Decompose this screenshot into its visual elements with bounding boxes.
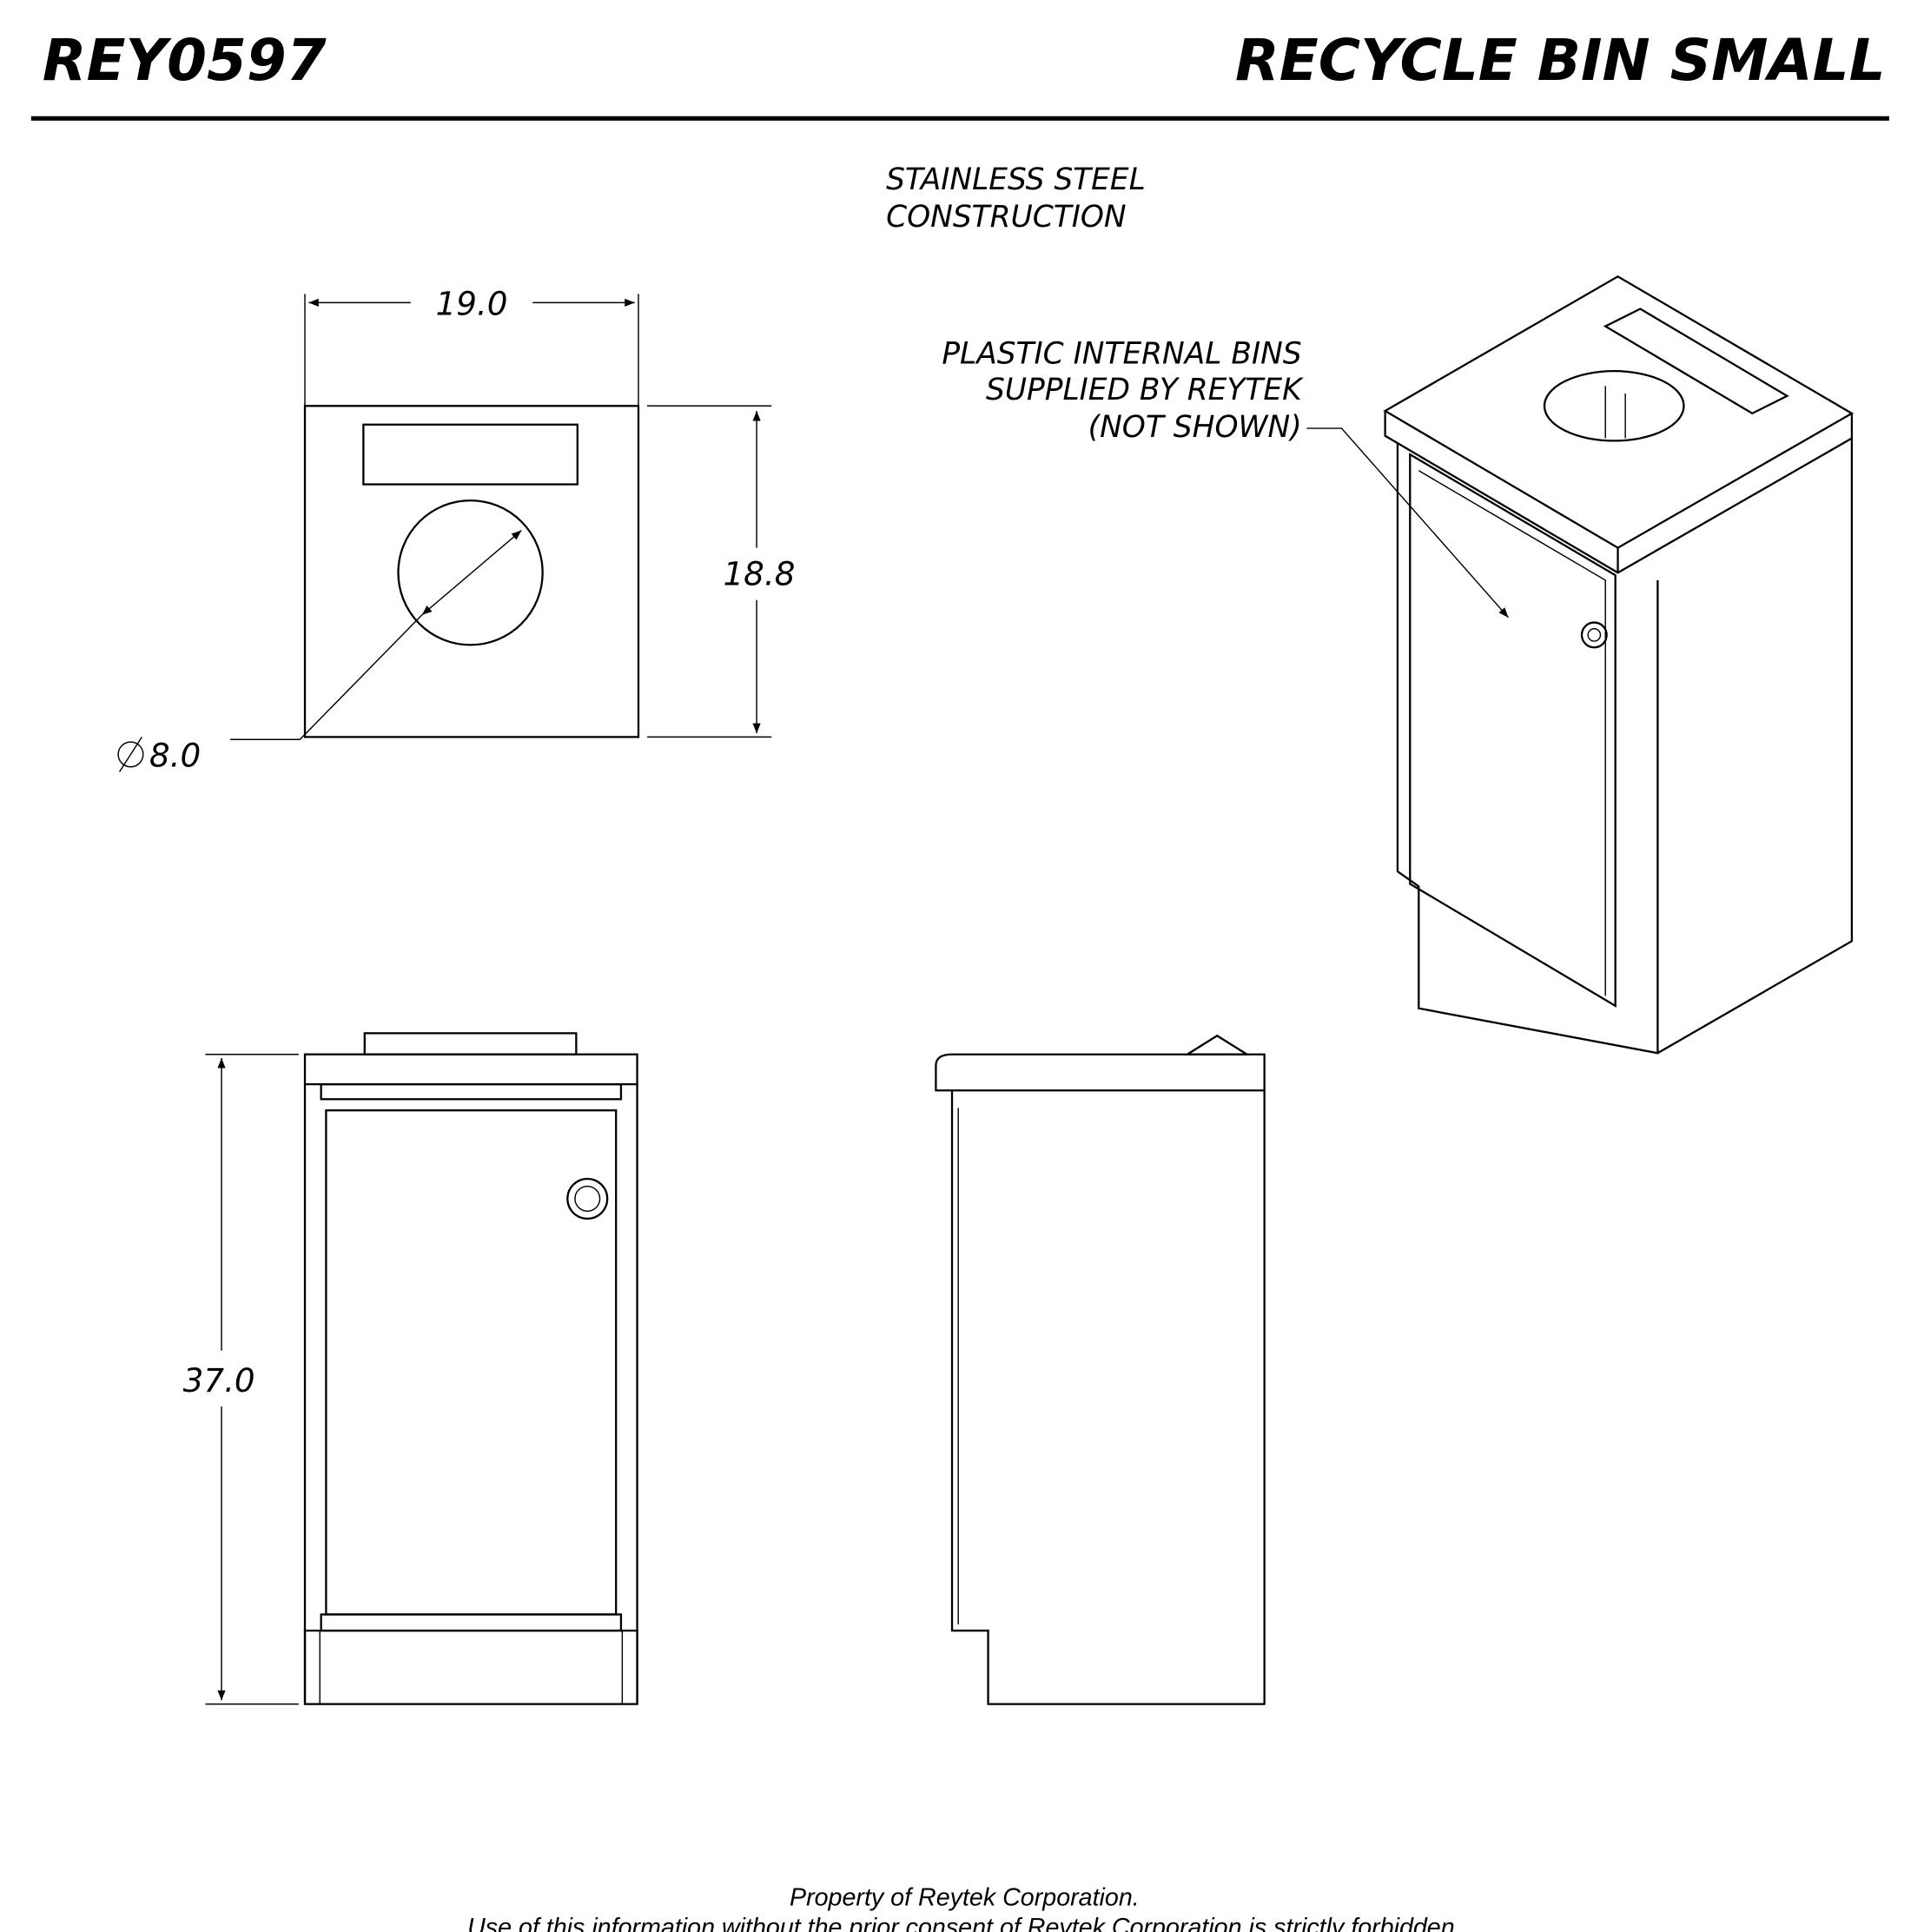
footer-property: Property of Reytek Corporation.	[790, 1884, 1140, 1912]
height-dimension: 37.0	[183, 1361, 255, 1399]
svg-text:STAINLESS STEEL: STAINLESS STEEL	[886, 162, 1146, 197]
footer-disclaimer: Use of this information without the prio…	[467, 1914, 1462, 1932]
material-note: STAINLESS STEEL CONSTRUCTION	[886, 162, 1146, 235]
bins-note: PLASTIC INTERNAL BINS SUPPLIED BY REYTEK…	[942, 337, 1304, 446]
svg-text:(NOT SHOWN): (NOT SHOWN)	[1088, 410, 1302, 445]
svg-text:8.0: 8.0	[149, 737, 201, 775]
depth-dimension: 18.8	[723, 555, 795, 593]
width-dimension: 19.0	[436, 285, 508, 323]
svg-text:SUPPLIED BY REYTEK: SUPPLIED BY REYTEK	[986, 373, 1304, 407]
top-view	[230, 294, 772, 740]
svg-text:PLASTIC INTERNAL BINS: PLASTIC INTERNAL BINS	[942, 337, 1301, 372]
side-view	[935, 1034, 1266, 1705]
isometric-view	[1383, 275, 1855, 1055]
bins-leader	[1306, 427, 1510, 619]
part-number: REY0597	[43, 27, 327, 94]
svg-text:CONSTRUCTION: CONSTRUCTION	[886, 200, 1127, 235]
front-view	[205, 1032, 638, 1705]
hole-diameter-dimension: 8.0	[117, 737, 201, 775]
drawing-title: RECYCLE BIN SMALL	[1235, 27, 1886, 94]
